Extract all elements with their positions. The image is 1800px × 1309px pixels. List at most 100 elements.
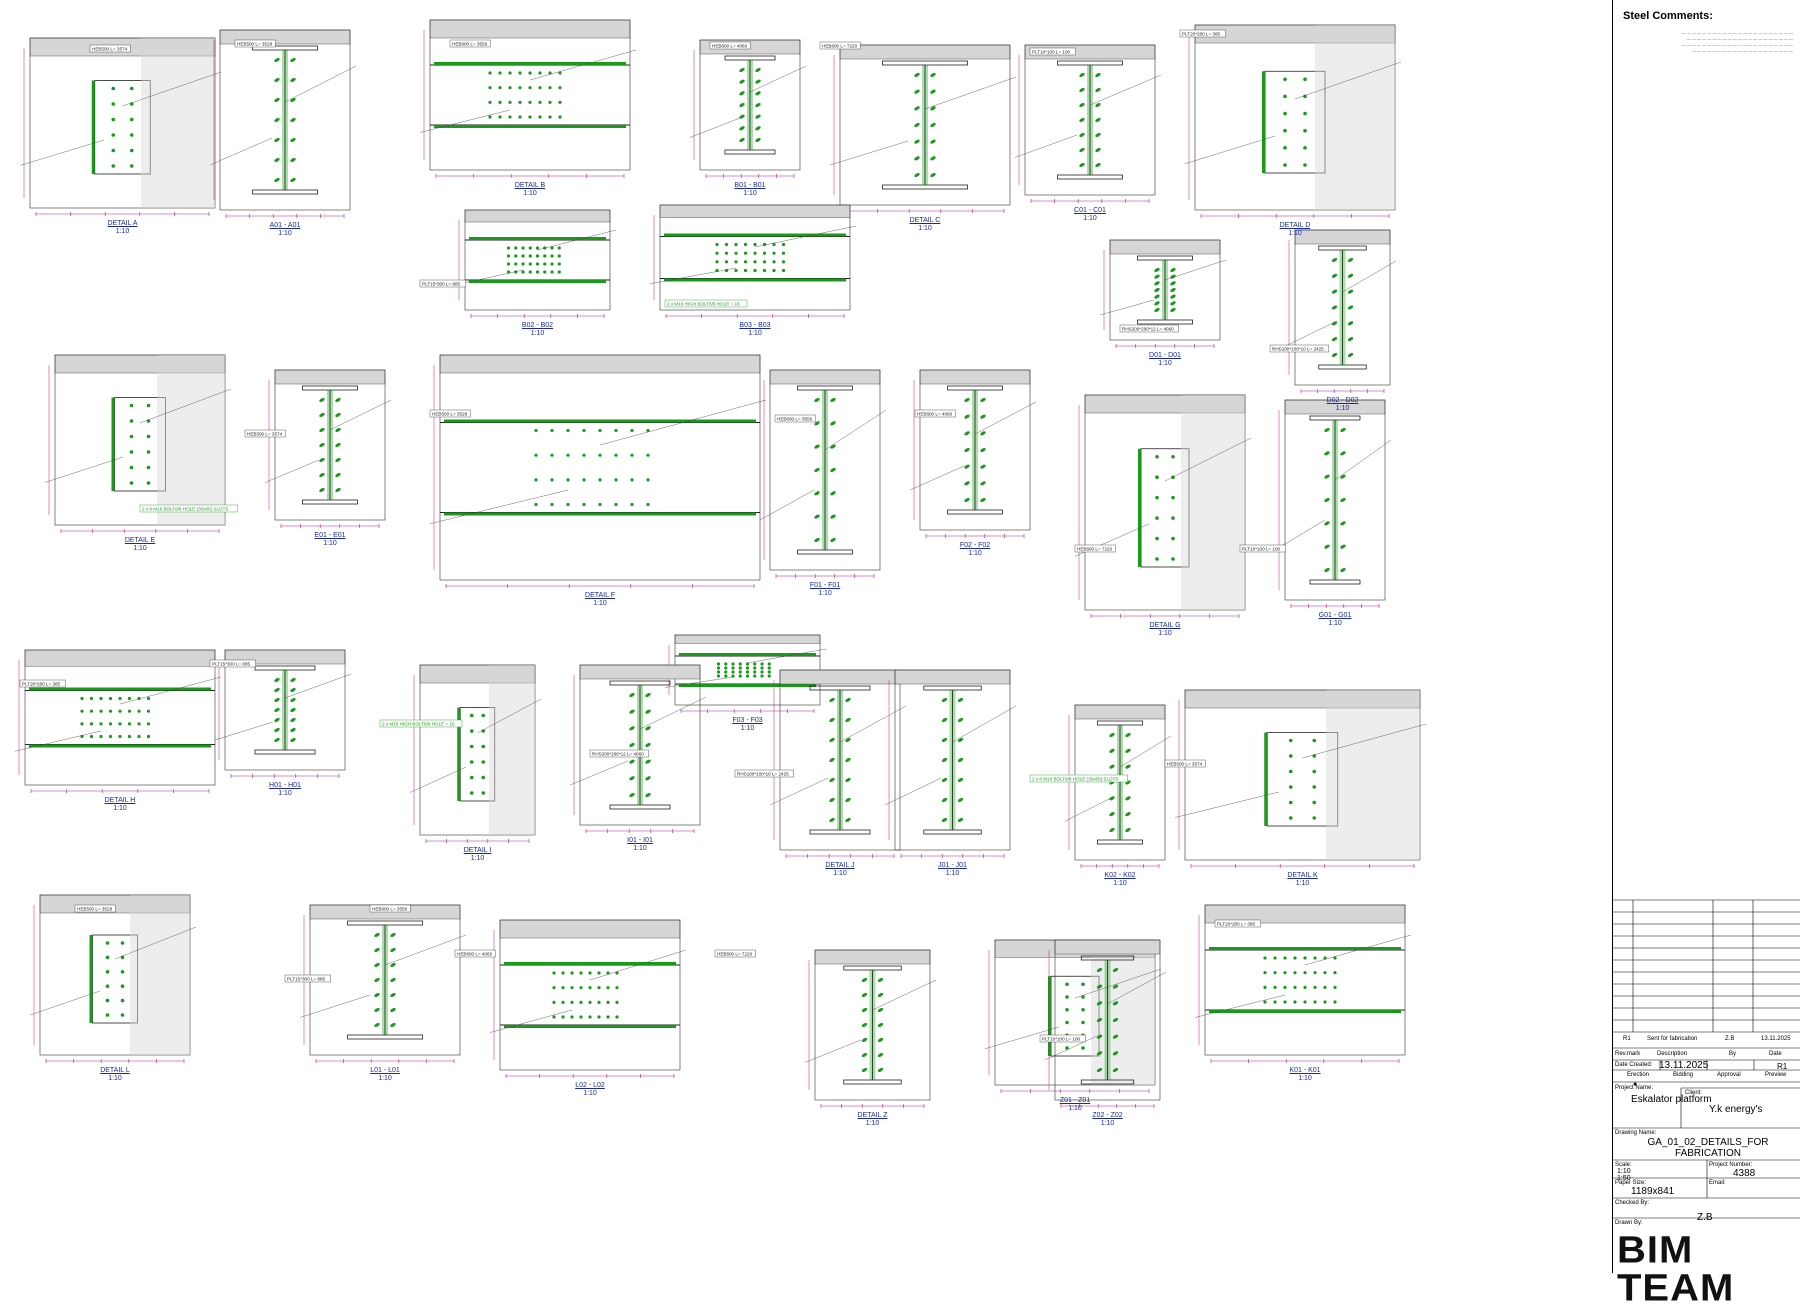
member-label: PLT20*280 L= 385 (19, 679, 66, 688)
member-label: HEB500 L= 3528 (74, 904, 116, 913)
drawn-by-value: Z.B (1697, 1212, 1713, 1223)
detail-view (1099, 239, 1227, 348)
detail-view (14, 649, 222, 793)
scale-label: Scale: (1615, 1162, 1632, 1168)
svg-text:PLT10*100 L= 100: PLT10*100 L= 100 (1042, 1036, 1081, 1041)
status-dot: ● (1633, 1081, 1638, 1088)
detail-name: DETAIL C (909, 217, 941, 224)
member-label: PLT15*300 L= 885 (209, 659, 256, 668)
detail-view (664, 634, 827, 713)
svg-text:2 x 8 M16 BOLT8/8 HOLE (30x60): 2 x 8 M16 BOLT8/8 HOLE (30x60) SLOTS (1032, 776, 1118, 781)
detail-view (1184, 24, 1402, 218)
svg-text:HEB600 L= 3556: HEB600 L= 3556 (372, 906, 408, 911)
date-header: Date (1769, 1051, 1782, 1057)
detail-scale: 1:10 (748, 330, 762, 337)
detail-scale: 1:10 (743, 190, 757, 197)
svg-text:HEB500 L= 3528: HEB500 L= 3528 (237, 41, 273, 46)
detail-view (454, 209, 617, 318)
member-label: HEB600 L= 4060 (454, 949, 496, 958)
detail-view (264, 369, 392, 528)
rev-description: Sent for fabrication (1647, 1036, 1698, 1042)
detail-scale: 1:10 (523, 190, 537, 197)
detail-name: D02 - D02 (1326, 397, 1359, 404)
member-label: HEB500 L= 3574 (89, 44, 131, 53)
member-label: PLT10*100 L= 100 (1239, 544, 1286, 553)
detail-scale: 1:10 (1288, 230, 1302, 237)
detail-name: E01 - E01 (314, 532, 346, 539)
detail-scale: 1:10 (278, 230, 292, 237)
detail-scale: 1:10 (1295, 880, 1310, 887)
detail-view (1194, 904, 1412, 1063)
detail-scale: 1:10 (133, 545, 147, 552)
detail-name: H01 - H01 (269, 782, 301, 789)
detail-name: DETAIL L (100, 1067, 130, 1074)
status-preview: Preview (1765, 1072, 1787, 1078)
detail-scale: 1:10 (470, 855, 485, 862)
title-block-grid (1613, 899, 1800, 1219)
member-label: HEB600 L= 3556 (369, 904, 411, 913)
svg-text:PLT10*100 L= 100: PLT10*100 L= 100 (1032, 49, 1071, 54)
detail-name: I01 - I01 (627, 837, 653, 844)
rev-mark-header: Rev.mark (1615, 1051, 1641, 1057)
project-number-label: Project Number: (1709, 1162, 1753, 1168)
logo-wordmark: BIM TEAM (1617, 1229, 1735, 1309)
detail-name: DETAIL B (514, 182, 546, 189)
rev-date: 13.11.2025 (1761, 1036, 1791, 1042)
title-block: Steel Comments: — — — — — — — — — — — — … (1612, 0, 1800, 1307)
member-label: HEB500 L= 3574 (1164, 759, 1206, 768)
svg-text:2 x M16 HIGH BOLT8/8 HOLE = 18: 2 x M16 HIGH BOLT8/8 HOLE = 18 (667, 301, 740, 306)
member-label: HEB500 L= 3574 (244, 429, 286, 438)
detail-view (299, 904, 467, 1063)
detail-view (214, 649, 352, 778)
detail-view (649, 204, 857, 318)
svg-text:HEB600 L= 3556: HEB600 L= 3556 (777, 416, 813, 421)
detail-view (689, 39, 807, 178)
detail-name: G01 - G01 (1318, 612, 1352, 619)
detail-scale: 1:10 (1068, 1105, 1082, 1112)
detail-scale: 1:10 (1298, 1075, 1312, 1082)
detail-scale: 1:10 (740, 725, 755, 732)
detail-name: F03 - F03 (732, 717, 763, 724)
svg-text:RHS100*100*10 L= 2425: RHS100*100*10 L= 2425 (1272, 346, 1324, 351)
svg-text:2 x M16 HIGH BOLT8/8 HOLE = 18: 2 x M16 HIGH BOLT8/8 HOLE = 18 (382, 721, 455, 726)
svg-text:HEB600 L= 3556: HEB600 L= 3556 (452, 41, 488, 46)
detail-view (1014, 44, 1162, 203)
detail-name: L02 - L02 (575, 1082, 605, 1089)
detail-scale: 1:10 (278, 790, 292, 797)
member-label: PLT10*100 L= 100 (1029, 47, 1076, 56)
detail-name: DETAIL G (1149, 622, 1181, 629)
detail-scale: 1:10 (1100, 1120, 1115, 1127)
svg-text:HEB600 L= 4060: HEB600 L= 4060 (712, 43, 748, 48)
status-bidding: Bidding (1673, 1072, 1694, 1078)
detail-name: K02 - K02 (1104, 872, 1136, 879)
detail-view (1074, 394, 1252, 618)
detail-view (409, 664, 542, 843)
member-label: HEB600 L= 7220 (1074, 544, 1116, 553)
member-label: HEB600 L= 7220 (819, 41, 861, 50)
client-value: Y.k energy's (1709, 1104, 1763, 1115)
rev-by: Z.B (1725, 1036, 1735, 1042)
svg-text:HEB500 L= 3528: HEB500 L= 3528 (432, 411, 468, 416)
detail-view (769, 669, 907, 858)
detail-name: F01 - F01 (809, 582, 841, 589)
detail-view (569, 664, 707, 833)
detail-name: DETAIL E (124, 537, 156, 544)
member-label: 2 x M16 HIGH BOLT8/8 HOLE = 18 (664, 299, 748, 308)
email-label: Email: (1709, 1180, 1726, 1186)
